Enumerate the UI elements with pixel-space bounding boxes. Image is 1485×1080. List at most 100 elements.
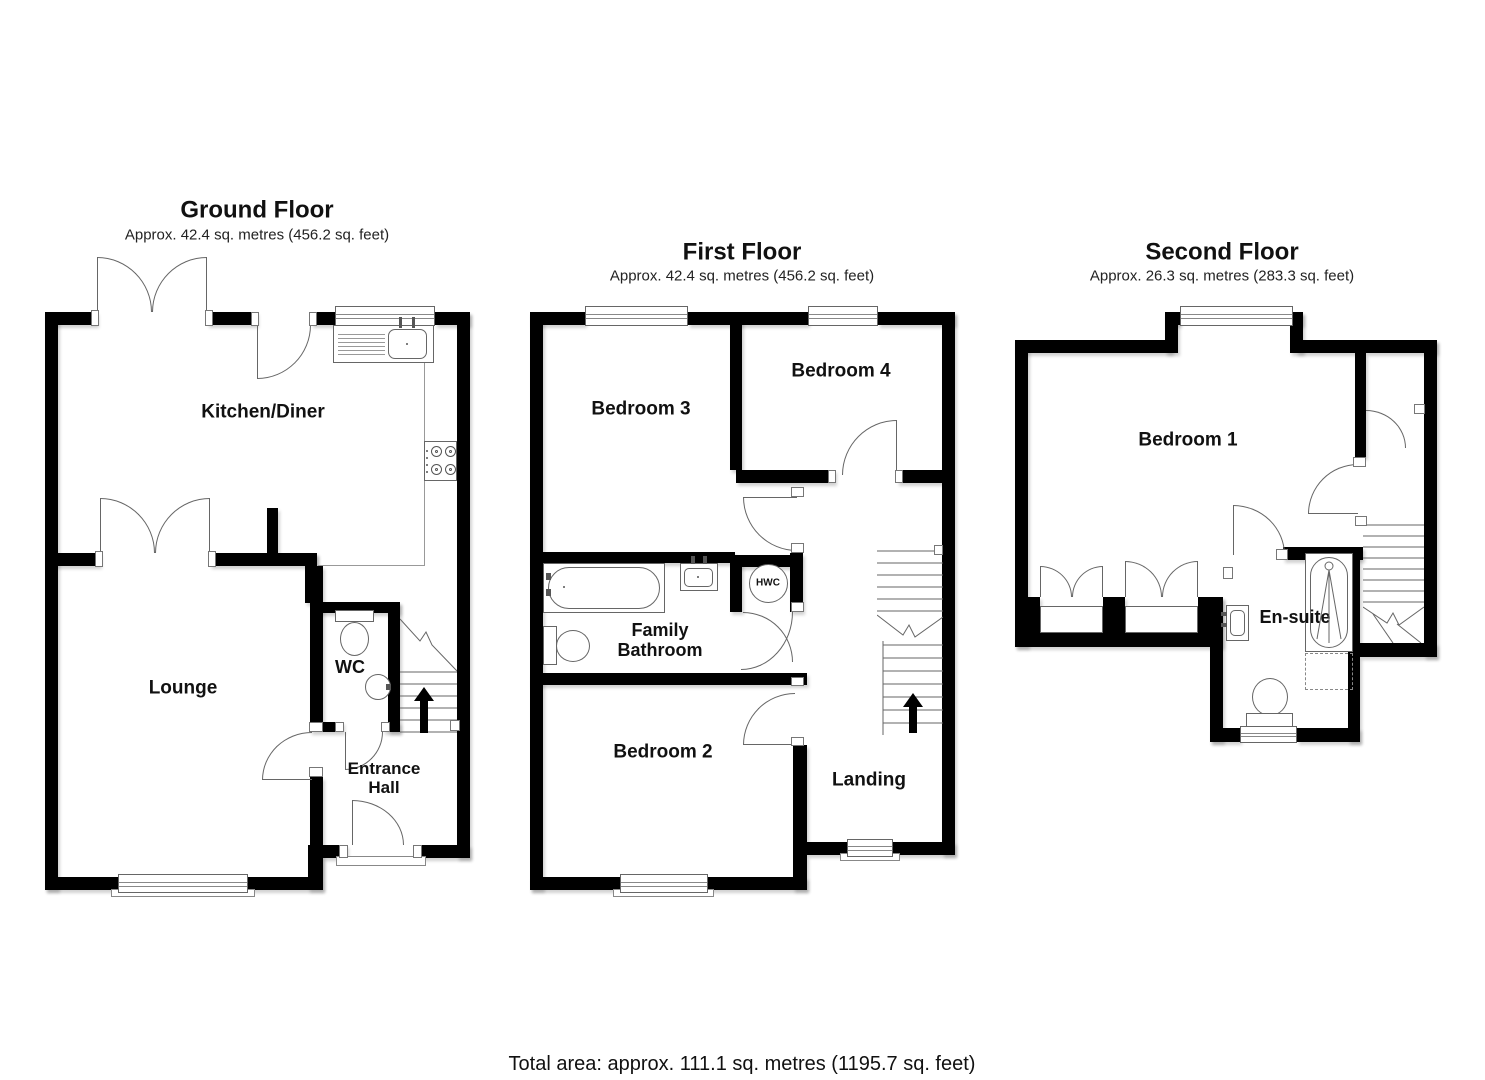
window [1240,726,1297,743]
wall-segment [942,312,955,855]
wall-segment [248,877,323,890]
tap-icon [386,684,391,690]
window [808,306,878,326]
hob-burner-icon [445,464,456,475]
closet-door-arc [1162,561,1198,597]
door-jamb [1223,567,1233,579]
door-threshold [336,856,426,866]
wall-segment [207,312,257,325]
wall-segment [45,553,100,566]
wall-segment [1103,597,1125,633]
wall-segment [530,552,735,563]
reduced-headroom-dashed [1305,653,1353,690]
toilet-cistern-icon [335,610,374,622]
wall-segment [730,555,742,612]
closet-door-arc [1072,566,1103,597]
french-door-arc [152,257,207,312]
bedroom4-door-arc [842,420,897,475]
door-jamb [1353,457,1366,467]
room-label-bedroom-4: Bedroom 4 [791,360,891,382]
hwc-label: HWC [756,577,780,589]
wall-segment [310,777,323,877]
room-label-family-bathroom: Family Bathroom [617,619,703,660]
closet-door-arc [1125,561,1162,597]
door-jamb [208,551,216,567]
door-jamb [339,845,348,858]
door-jamb [1276,549,1288,560]
second-floor-area: Approx. 26.3 sq. metres (283.3 sq. feet) [1089,267,1355,285]
door-jamb [309,767,323,777]
tap-icon [1221,612,1227,616]
door-jamb [934,545,943,555]
room-label-en-suite: En-suite [1259,606,1331,627]
wall-segment [1296,340,1437,353]
wall-segment [317,602,400,613]
door-jamb [1355,516,1367,526]
first-floor-area: Approx. 42.4 sq. metres (456.2 sq. feet) [609,267,875,285]
hob-dot [426,471,428,473]
room-label-entrance-hall: Entrance Hall [347,758,421,797]
wall-segment [735,555,800,567]
tap-icon [546,589,551,596]
lounge-door-arc [262,732,312,780]
door-jamb [95,551,103,567]
door-jamb [91,310,99,326]
hob-dot [426,457,428,459]
kitchen-door-arc [257,325,311,379]
stairs-up-arrow-icon [903,693,923,733]
wall-segment [45,312,97,325]
french-door-arc [97,257,152,312]
sink-drainer-icon [338,331,385,358]
stairs-up-arrow-icon [414,687,434,733]
tap-icon [703,556,707,564]
kitchen-counter-edge [318,565,425,566]
door-jamb [1414,404,1425,414]
wall-segment [310,566,323,732]
window [1180,306,1293,326]
door-jamb [309,722,323,732]
wall-segment [1424,340,1437,657]
hob-dot [426,464,428,466]
door-jamb [251,312,259,326]
ensuite-sink-basin [1230,610,1245,636]
wall-segment [1355,353,1366,457]
wall-segment [878,312,955,325]
window [585,306,688,326]
wall-segment [45,312,58,890]
toilet-bowl-icon [556,630,590,662]
toilet-bowl-icon [1252,678,1288,716]
toilet-cistern-icon [543,626,557,665]
door-jamb [895,470,903,483]
wall-segment [1210,597,1223,742]
window [335,306,435,326]
tap-icon [412,317,415,328]
hob-burner-icon [431,464,442,475]
room-label-kitchen-diner: Kitchen/Diner [201,401,325,423]
door-jamb [309,312,317,326]
ground-floor-area: Approx. 42.4 sq. metres (456.2 sq. feet) [124,226,390,244]
room-label-bedroom-1: Bedroom 1 [1138,429,1238,451]
closet-door-arc [1040,566,1072,597]
door-jamb [205,310,213,326]
room-label-landing: Landing [832,769,906,791]
door-jamb [828,470,836,483]
wall-segment [383,722,400,732]
wall-segment [388,602,400,732]
staircase-ground [400,618,457,733]
door-jamb [381,722,390,732]
shower-lines-icon [1316,561,1342,643]
wall-segment [730,312,742,470]
room-label-wc: WC [335,656,365,677]
wall-segment [210,553,317,566]
wall-segment [793,745,807,842]
wall-segment [1015,340,1172,353]
wall-segment [530,312,585,325]
wall-segment [1028,597,1040,633]
tap-icon [399,317,402,328]
wall-segment [323,722,343,732]
hob-burner-icon [431,446,442,457]
wall-segment [311,312,335,325]
door-jamb [791,677,804,686]
storage-door-arc [1366,410,1406,448]
